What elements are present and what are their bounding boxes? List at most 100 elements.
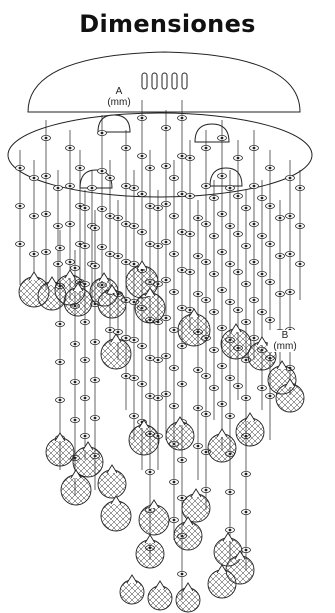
bead-core bbox=[164, 202, 168, 206]
bead-core bbox=[180, 382, 184, 386]
bead-core bbox=[58, 322, 62, 326]
bead-core bbox=[298, 262, 302, 266]
bead-core bbox=[100, 207, 104, 211]
bead-core bbox=[220, 174, 224, 178]
bead-core bbox=[228, 300, 232, 304]
bead-core bbox=[164, 354, 168, 358]
bead-core bbox=[212, 386, 216, 390]
bead-core bbox=[164, 316, 168, 320]
crystal-ball bbox=[119, 574, 145, 605]
bead-core bbox=[278, 254, 282, 258]
bead-core bbox=[212, 234, 216, 238]
bead-core bbox=[212, 348, 216, 352]
bead-core bbox=[196, 292, 200, 296]
bead-core bbox=[164, 164, 168, 168]
bead-core bbox=[93, 378, 97, 382]
crystal-ball bbox=[72, 441, 104, 478]
bead-core bbox=[44, 136, 48, 140]
bead-core bbox=[204, 260, 208, 264]
bead-core bbox=[44, 174, 48, 178]
crystal-ball bbox=[97, 464, 127, 499]
dimension-a-letter: A bbox=[115, 86, 123, 97]
bead-core bbox=[172, 328, 176, 332]
bead-core bbox=[288, 290, 292, 294]
crystal-ball bbox=[63, 282, 93, 317]
bead-core bbox=[196, 406, 200, 410]
bead-core bbox=[220, 288, 224, 292]
bead-core bbox=[268, 394, 272, 398]
bead-core bbox=[244, 206, 248, 210]
bead-core bbox=[132, 338, 136, 342]
bead-core bbox=[132, 414, 136, 418]
bead-core bbox=[244, 548, 248, 552]
bead-core bbox=[172, 404, 176, 408]
bead-core bbox=[204, 184, 208, 188]
crystal-ball bbox=[207, 428, 237, 463]
bead-core bbox=[140, 116, 144, 120]
bead-core bbox=[132, 224, 136, 228]
crystal-ball bbox=[175, 582, 201, 613]
bead-core bbox=[220, 364, 224, 368]
bead-core bbox=[83, 396, 87, 400]
bead-core bbox=[268, 280, 272, 284]
bead-core bbox=[252, 146, 256, 150]
bead-core bbox=[156, 358, 160, 362]
crystal-ball bbox=[165, 416, 195, 451]
bead-core bbox=[236, 384, 240, 388]
bead-core bbox=[180, 344, 184, 348]
bead-core bbox=[236, 194, 240, 198]
bead-core bbox=[220, 250, 224, 254]
bead-core bbox=[244, 244, 248, 248]
bead-core bbox=[83, 320, 87, 324]
bead-core bbox=[18, 166, 22, 170]
bead-core bbox=[172, 252, 176, 256]
bead-core bbox=[212, 272, 216, 276]
bead-core bbox=[204, 450, 208, 454]
bead-core bbox=[73, 266, 77, 270]
bead-core bbox=[288, 176, 292, 180]
bead-core bbox=[228, 376, 232, 380]
bead-core bbox=[124, 260, 128, 264]
bead-core bbox=[148, 394, 152, 398]
bead-core bbox=[18, 204, 22, 208]
bead-core bbox=[252, 298, 256, 302]
bead-core bbox=[244, 320, 248, 324]
bead-core bbox=[78, 166, 82, 170]
bead-core bbox=[73, 380, 77, 384]
bead-core bbox=[288, 252, 292, 256]
bead-core bbox=[252, 336, 256, 340]
bead-core bbox=[298, 186, 302, 190]
bead-core bbox=[196, 216, 200, 220]
bead-core bbox=[172, 480, 176, 484]
bead-core bbox=[188, 194, 192, 198]
bead-core bbox=[148, 204, 152, 208]
bead-core bbox=[148, 356, 152, 360]
bead-core bbox=[220, 136, 224, 140]
bead-core bbox=[188, 270, 192, 274]
bead-core bbox=[132, 376, 136, 380]
bead-core bbox=[260, 310, 264, 314]
bead-core bbox=[228, 528, 232, 532]
bead-core bbox=[124, 374, 128, 378]
bead-core bbox=[252, 222, 256, 226]
bead-core bbox=[196, 254, 200, 258]
bead-core bbox=[164, 392, 168, 396]
bead-core bbox=[298, 224, 302, 228]
bead-core bbox=[260, 386, 264, 390]
bead-core bbox=[93, 226, 97, 230]
crystal-ball bbox=[147, 580, 173, 611]
bead-core bbox=[124, 184, 128, 188]
bead-core bbox=[68, 222, 72, 226]
bead-core bbox=[108, 176, 112, 180]
bead-core bbox=[278, 292, 282, 296]
bead-core bbox=[68, 260, 72, 264]
bead-core bbox=[172, 214, 176, 218]
bead-core bbox=[228, 490, 232, 494]
bead-core bbox=[212, 196, 216, 200]
bead-core bbox=[44, 212, 48, 216]
bead-core bbox=[172, 518, 176, 522]
crystal-ball bbox=[181, 488, 211, 523]
bead-core bbox=[204, 374, 208, 378]
bead-core bbox=[108, 252, 112, 256]
bead-core bbox=[172, 176, 176, 180]
